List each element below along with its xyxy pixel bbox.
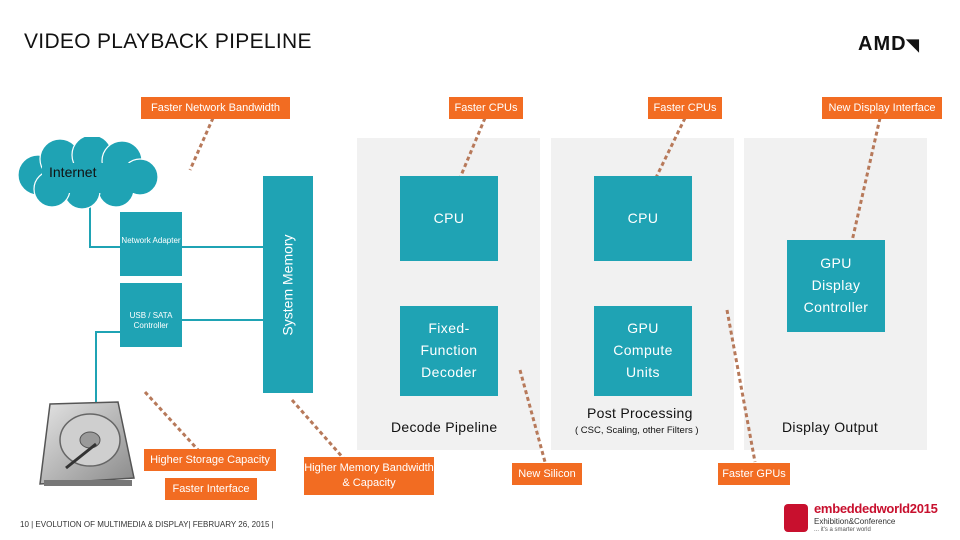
system-memory-block: System Memory xyxy=(263,176,313,393)
callout-leaders xyxy=(143,117,882,463)
gpu-display-controller-block: GPU Display Controller xyxy=(787,240,885,332)
embedded-world-logo: embeddedworld2015 Exhibition&Conference … xyxy=(784,501,944,537)
usb-sata-controller-label: USB / SATA Controller xyxy=(129,311,173,331)
embedded-world-wordmark: embeddedworld2015 xyxy=(814,501,938,516)
gpu-display-controller-label: GPU Display Controller xyxy=(803,255,869,315)
callout-faster-interface: Faster Interface xyxy=(165,478,257,500)
callout-memory-bandwidth: Higher Memory Bandwidth & Capacity xyxy=(304,457,434,495)
fixed-function-decoder-block: Fixed-Function Decoder xyxy=(400,306,498,396)
decode-pipeline-label: Decode Pipeline xyxy=(391,419,498,435)
amd-logo: AMD◥ xyxy=(858,33,920,56)
callout-storage-capacity: Higher Storage Capacity xyxy=(144,449,276,471)
hard-drive-icon xyxy=(39,401,135,486)
amd-logo-text: AMD xyxy=(858,33,907,55)
footer-text: 10 | EVOLUTION OF MULTIMEDIA & DISPLAY| … xyxy=(20,520,274,529)
callout-network-bandwidth: Faster Network Bandwidth xyxy=(141,97,290,119)
usb-sata-controller-block: USB / SATA Controller xyxy=(120,283,182,347)
network-adapter-label: Network Adapter xyxy=(121,236,181,245)
page-title: VIDEO PLAYBACK PIPELINE xyxy=(24,30,312,53)
fixed-function-decoder-label: Fixed-Function Decoder xyxy=(420,320,478,380)
cpu-label-decode: CPU xyxy=(433,209,465,226)
network-adapter-block: Network Adapter xyxy=(120,212,182,276)
gpu-compute-units-label: GPU Compute Units xyxy=(613,320,673,380)
display-output-label: Display Output xyxy=(782,419,879,435)
system-memory-label: System Memory xyxy=(280,233,296,336)
callout-faster-cpus-2: Faster CPUs xyxy=(648,97,722,119)
embedded-world-tagline: ... it's a smarter world xyxy=(814,527,871,533)
data-path xyxy=(89,205,263,430)
cpu-block-decode: CPU xyxy=(400,176,498,261)
internet-cloud-icon xyxy=(17,137,159,209)
cpu-label-post: CPU xyxy=(627,209,659,226)
post-processing-subtitle: ( CSC, Scaling, other Filters ) xyxy=(575,425,699,436)
callout-faster-gpus: Faster GPUs xyxy=(718,463,790,485)
amd-arrow-icon: ◥ xyxy=(906,37,920,54)
callout-faster-cpus-1: Faster CPUs xyxy=(449,97,523,119)
embedded-world-mark-icon xyxy=(784,504,808,532)
embedded-world-subtitle: Exhibition&Conference xyxy=(814,517,896,526)
cpu-block-post: CPU xyxy=(594,176,692,261)
gpu-compute-units-block: GPU Compute Units xyxy=(594,306,692,396)
post-processing-label: Post Processing xyxy=(587,405,693,421)
internet-label: Internet xyxy=(49,164,97,180)
callout-display-interface: New Display Interface xyxy=(822,97,942,119)
callout-new-silicon: New Silicon xyxy=(512,463,582,485)
